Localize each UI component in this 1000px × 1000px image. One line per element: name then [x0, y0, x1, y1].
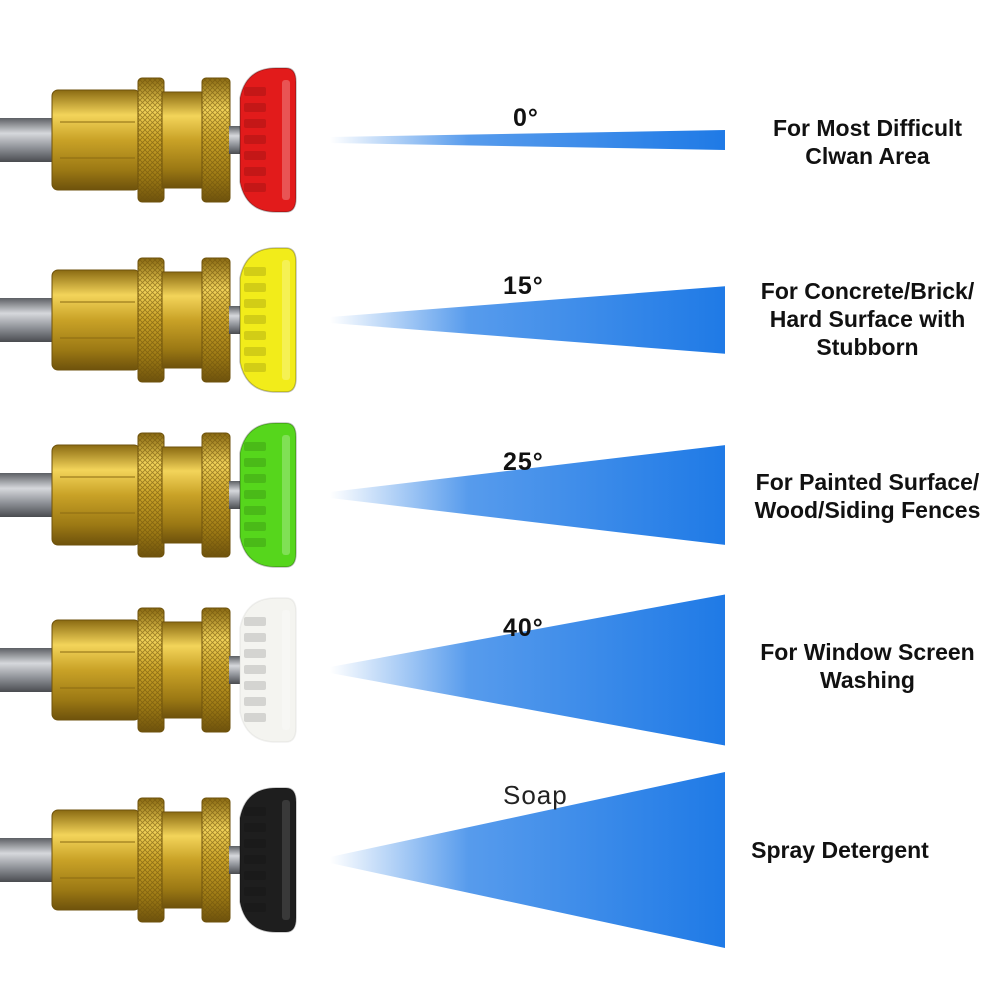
green-nozzle-icon: [0, 422, 297, 568]
spray-pattern-4: [330, 772, 725, 948]
nozzle-description: For Concrete/Brick/ Hard Surface with St…: [760, 278, 975, 360]
spray-angle-label: 25°: [503, 448, 544, 476]
spray-angle-label: 0°: [513, 104, 539, 132]
nozzle-row-4: Soap Spray Detergent: [0, 770, 1000, 950]
nozzle-description: Spray Detergent: [751, 837, 929, 863]
nozzle-row-3: 40° For Window Screen Washing: [0, 590, 1000, 750]
nozzle-description: For Most Difficult Clwan Area: [772, 115, 963, 169]
nozzle-row-2: 25° For Painted Surface/ Wood/Siding Fen…: [0, 415, 1000, 575]
spray-angle-label: 15°: [503, 272, 544, 300]
spray-pattern-3: [330, 594, 725, 746]
black-nozzle-icon: [0, 787, 297, 933]
spray-pattern-0: [330, 130, 725, 150]
white-nozzle-icon: [0, 597, 297, 743]
nozzle-row-0: 0° For Most Difficult Clwan Area: [0, 60, 1000, 220]
nozzle-description: For Painted Surface/ Wood/Siding Fences: [754, 469, 981, 523]
spray-angle-label: Soap: [503, 780, 568, 810]
spray-angle-label: 40°: [503, 614, 544, 642]
nozzle-row-1: 15° For Concrete/Brick/ Hard Surface wit…: [0, 240, 1000, 400]
yellow-nozzle-icon: [0, 247, 297, 393]
spray-pattern-2: [330, 445, 725, 545]
spray-pattern-1: [330, 286, 725, 354]
red-nozzle-icon: [0, 67, 297, 213]
nozzle-description: For Window Screen Washing: [760, 639, 975, 693]
